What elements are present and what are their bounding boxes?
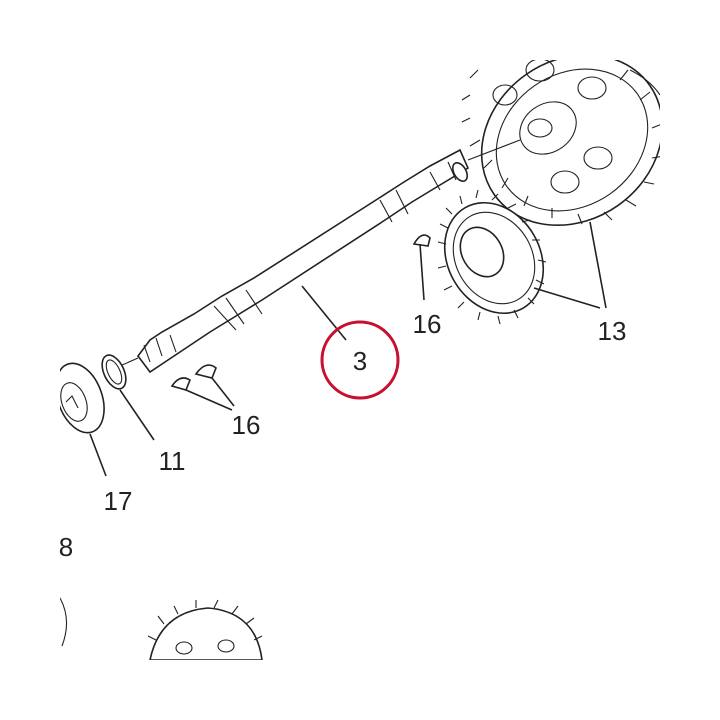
woodruff-key-upper [412, 234, 431, 247]
highlight-circle [320, 320, 400, 400]
label-keys-lower: 16 [232, 410, 261, 440]
woodruff-keys-lower [170, 364, 217, 391]
thrust-washer [60, 362, 105, 434]
label-partial: 8 [59, 532, 73, 562]
leader-lines [89, 221, 607, 477]
partial-part-left [60, 597, 68, 647]
label-gears: 13 [598, 316, 627, 346]
label-key-upper: 16 [413, 309, 442, 339]
label-shaft: 3 [353, 346, 367, 376]
label-circlip: 11 [159, 446, 186, 476]
label-washer: 17 [104, 486, 133, 516]
small-gear [437, 189, 547, 325]
main-shaft [119, 139, 521, 374]
partial-gear-bottom [147, 599, 263, 660]
circlip [101, 354, 127, 390]
large-gear [461, 60, 660, 227]
